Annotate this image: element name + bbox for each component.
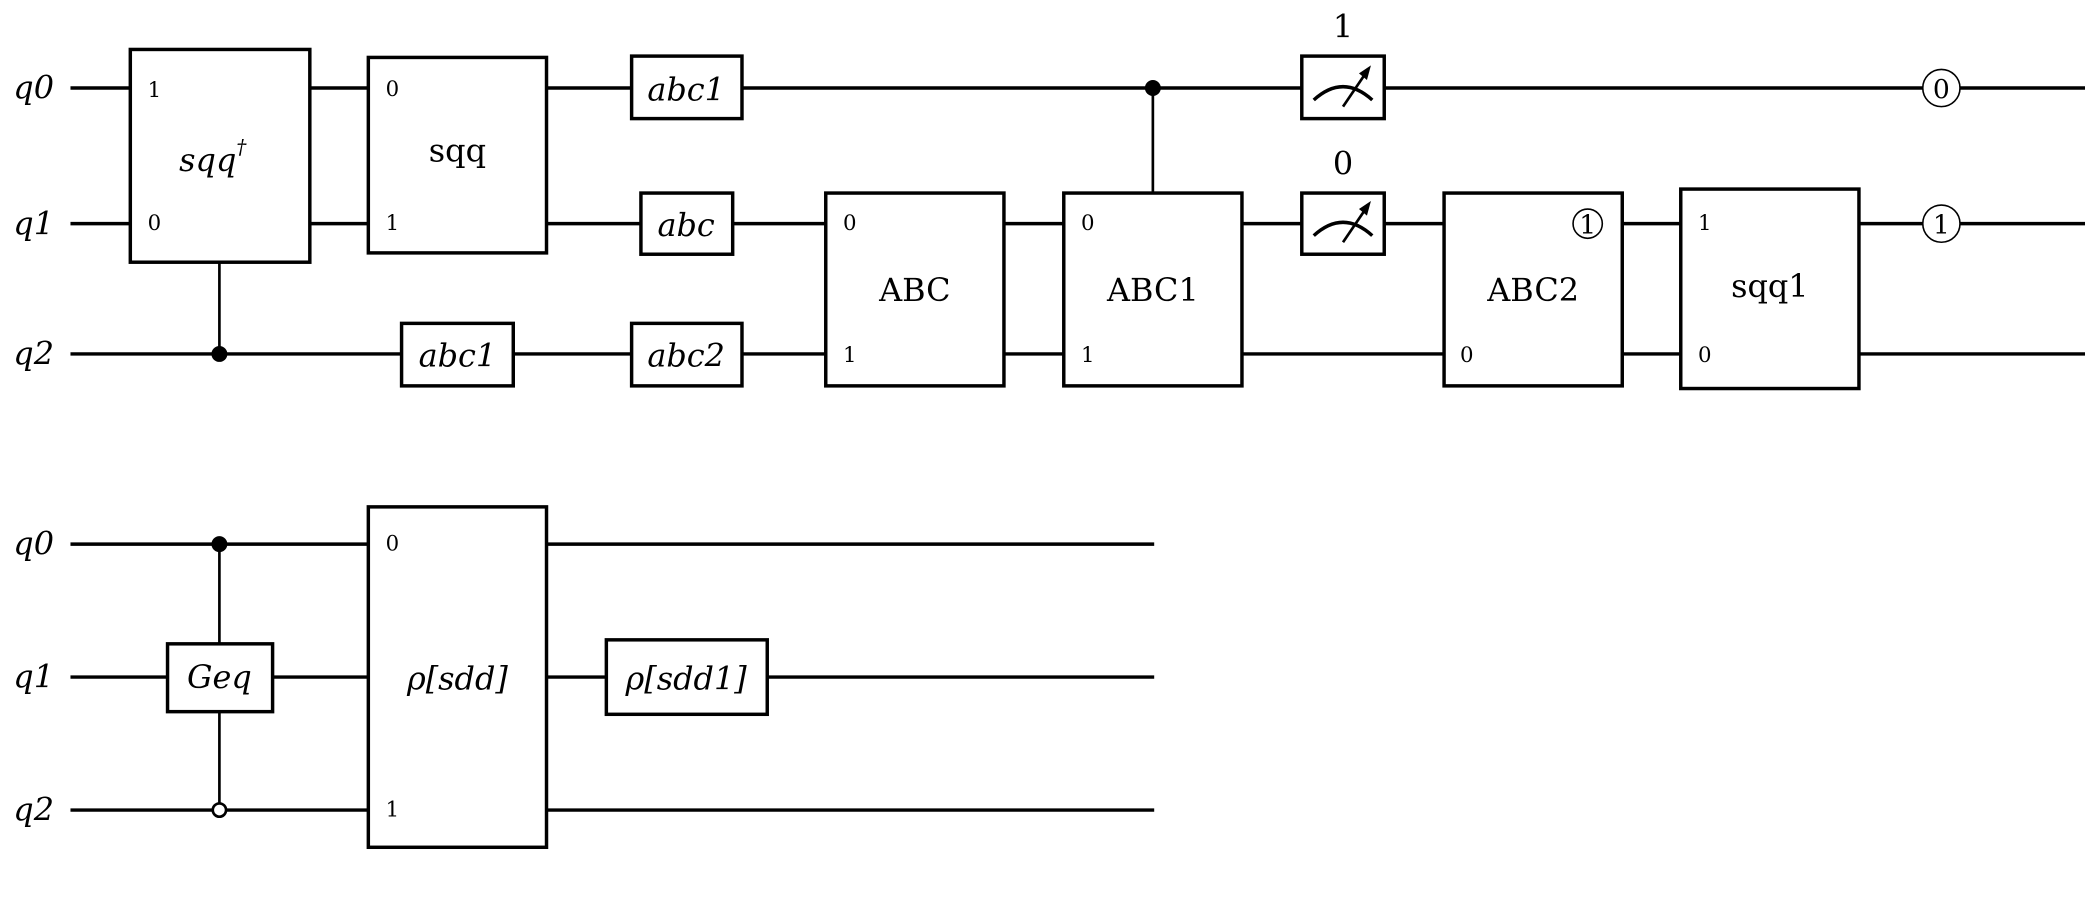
gate-label: Geq	[187, 658, 252, 696]
gate-label: abc	[657, 206, 714, 244]
gate-sqq-dagger[interactable]: sqq† 1 0	[128, 47, 312, 264]
port-label: 0	[1698, 343, 1712, 368]
control-dot	[211, 345, 228, 362]
gate-label: sqq	[429, 132, 486, 170]
gate-label: ABC	[878, 271, 950, 309]
classical-mark-circle	[1572, 208, 1604, 240]
port-label: 1	[386, 798, 400, 823]
gate-label: abc1	[419, 336, 497, 374]
meter-icon	[1312, 220, 1374, 237]
measure-q1[interactable]: 0	[1300, 144, 1386, 256]
gate-abc1-q2[interactable]: abc1	[399, 321, 516, 388]
gate-label: abc1	[647, 70, 725, 108]
gate-abc1-q0[interactable]: abc1	[629, 54, 744, 121]
gate-label: ρ[sdd1]	[625, 659, 748, 697]
qubit-label-q1: q1	[13, 658, 54, 696]
gate-rho-sdd1[interactable]: ρ[sdd1]	[604, 638, 769, 717]
gate-Geq[interactable]: Geq	[165, 642, 275, 714]
gate-ABC1[interactable]: ABC1 0 1	[1062, 191, 1244, 388]
measure-result: 0	[1333, 144, 1353, 182]
gate-label: ρ[sdd]	[406, 659, 508, 697]
gate-sqq[interactable]: sqq 0 1	[366, 55, 549, 255]
port-label: 0	[386, 532, 400, 557]
gate-abc-q1[interactable]: abc	[639, 191, 735, 256]
gate-label: ABC1	[1106, 271, 1199, 309]
meter-icon	[1312, 85, 1374, 102]
qubit-label-q0: q0	[13, 69, 54, 107]
qubit-label-q2: q2	[13, 335, 54, 373]
dagger-sup: †	[236, 135, 247, 159]
qubit-label-q1: q1	[13, 204, 54, 242]
bottom-circuit: q0 q1 q2 Geq ρ[sdd] 0 1 ρ[sdd1]	[13, 505, 1155, 850]
port-label: 1	[148, 78, 162, 103]
port-label: 0	[1081, 211, 1095, 236]
measure-q0[interactable]: 1	[1300, 7, 1386, 121]
gate-abc2-q2[interactable]: abc2	[629, 321, 744, 388]
gate-label: sqq	[179, 141, 236, 179]
gate-label: ABC2	[1486, 271, 1579, 309]
port-label: 0	[386, 77, 400, 102]
reset-q1[interactable]: 1	[1921, 204, 1961, 244]
port-label: 0	[1460, 343, 1474, 368]
reset-value: 1	[1933, 209, 1950, 240]
gate-label: abc2	[647, 336, 725, 374]
svg-text:sqq†: sqq†	[179, 135, 247, 179]
gate-sqq1[interactable]: sqq1 1 0	[1679, 187, 1861, 391]
port-label: 1	[1081, 343, 1095, 368]
reset-value: 0	[1933, 74, 1950, 105]
port-label: 1	[386, 211, 400, 236]
port-label: 0	[148, 211, 162, 236]
port-label: 1	[1698, 211, 1712, 236]
reset-q0[interactable]: 0	[1921, 68, 1961, 108]
classical-mark: 1	[1579, 209, 1596, 240]
gate-label: sqq1	[1731, 267, 1809, 305]
port-label: 1	[843, 343, 857, 368]
gate-rho-sdd[interactable]: ρ[sdd] 0 1	[366, 505, 549, 850]
port-label: 0	[843, 211, 857, 236]
control-dot	[211, 536, 228, 553]
qubit-label-q2: q2	[13, 791, 54, 829]
qubit-label-q0: q0	[13, 525, 54, 563]
open-control-dot	[211, 802, 228, 819]
gate-ABC[interactable]: ABC 0 1	[824, 191, 1006, 388]
top-circuit: q0 q1 q2 sqq† 1 0 sqq 0 1 abc1 abc	[13, 7, 2085, 391]
measure-result: 1	[1333, 7, 1353, 45]
gate-ABC2[interactable]: ABC2 0 1	[1442, 191, 1624, 388]
control-dot	[1144, 80, 1161, 96]
